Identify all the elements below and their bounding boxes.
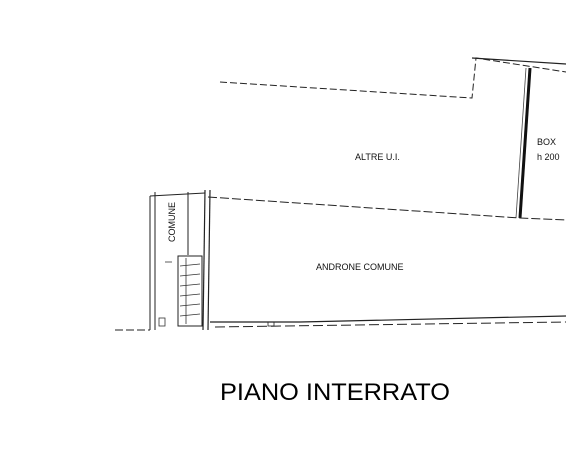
box-wall xyxy=(518,67,532,219)
divider-line xyxy=(207,196,566,221)
bottom-marker xyxy=(267,321,275,327)
stair-treads xyxy=(179,263,201,317)
room-label-altre: ALTRE U.I. xyxy=(355,152,400,162)
stair-block: COMUNE xyxy=(149,189,211,331)
stair-label: COMUNE xyxy=(167,202,177,242)
box-wall-inner xyxy=(515,67,527,219)
room-label-box: BOX xyxy=(537,137,556,147)
upper-boundary-line xyxy=(219,57,566,99)
room-label-androne: ANDRONE COMUNE xyxy=(316,262,404,272)
upper-boundary-top xyxy=(471,57,566,65)
plan-title: PIANO INTERRATO xyxy=(220,379,450,406)
room-label-box-height: h 200 xyxy=(537,152,560,162)
bottom-boundary-line xyxy=(210,315,566,323)
